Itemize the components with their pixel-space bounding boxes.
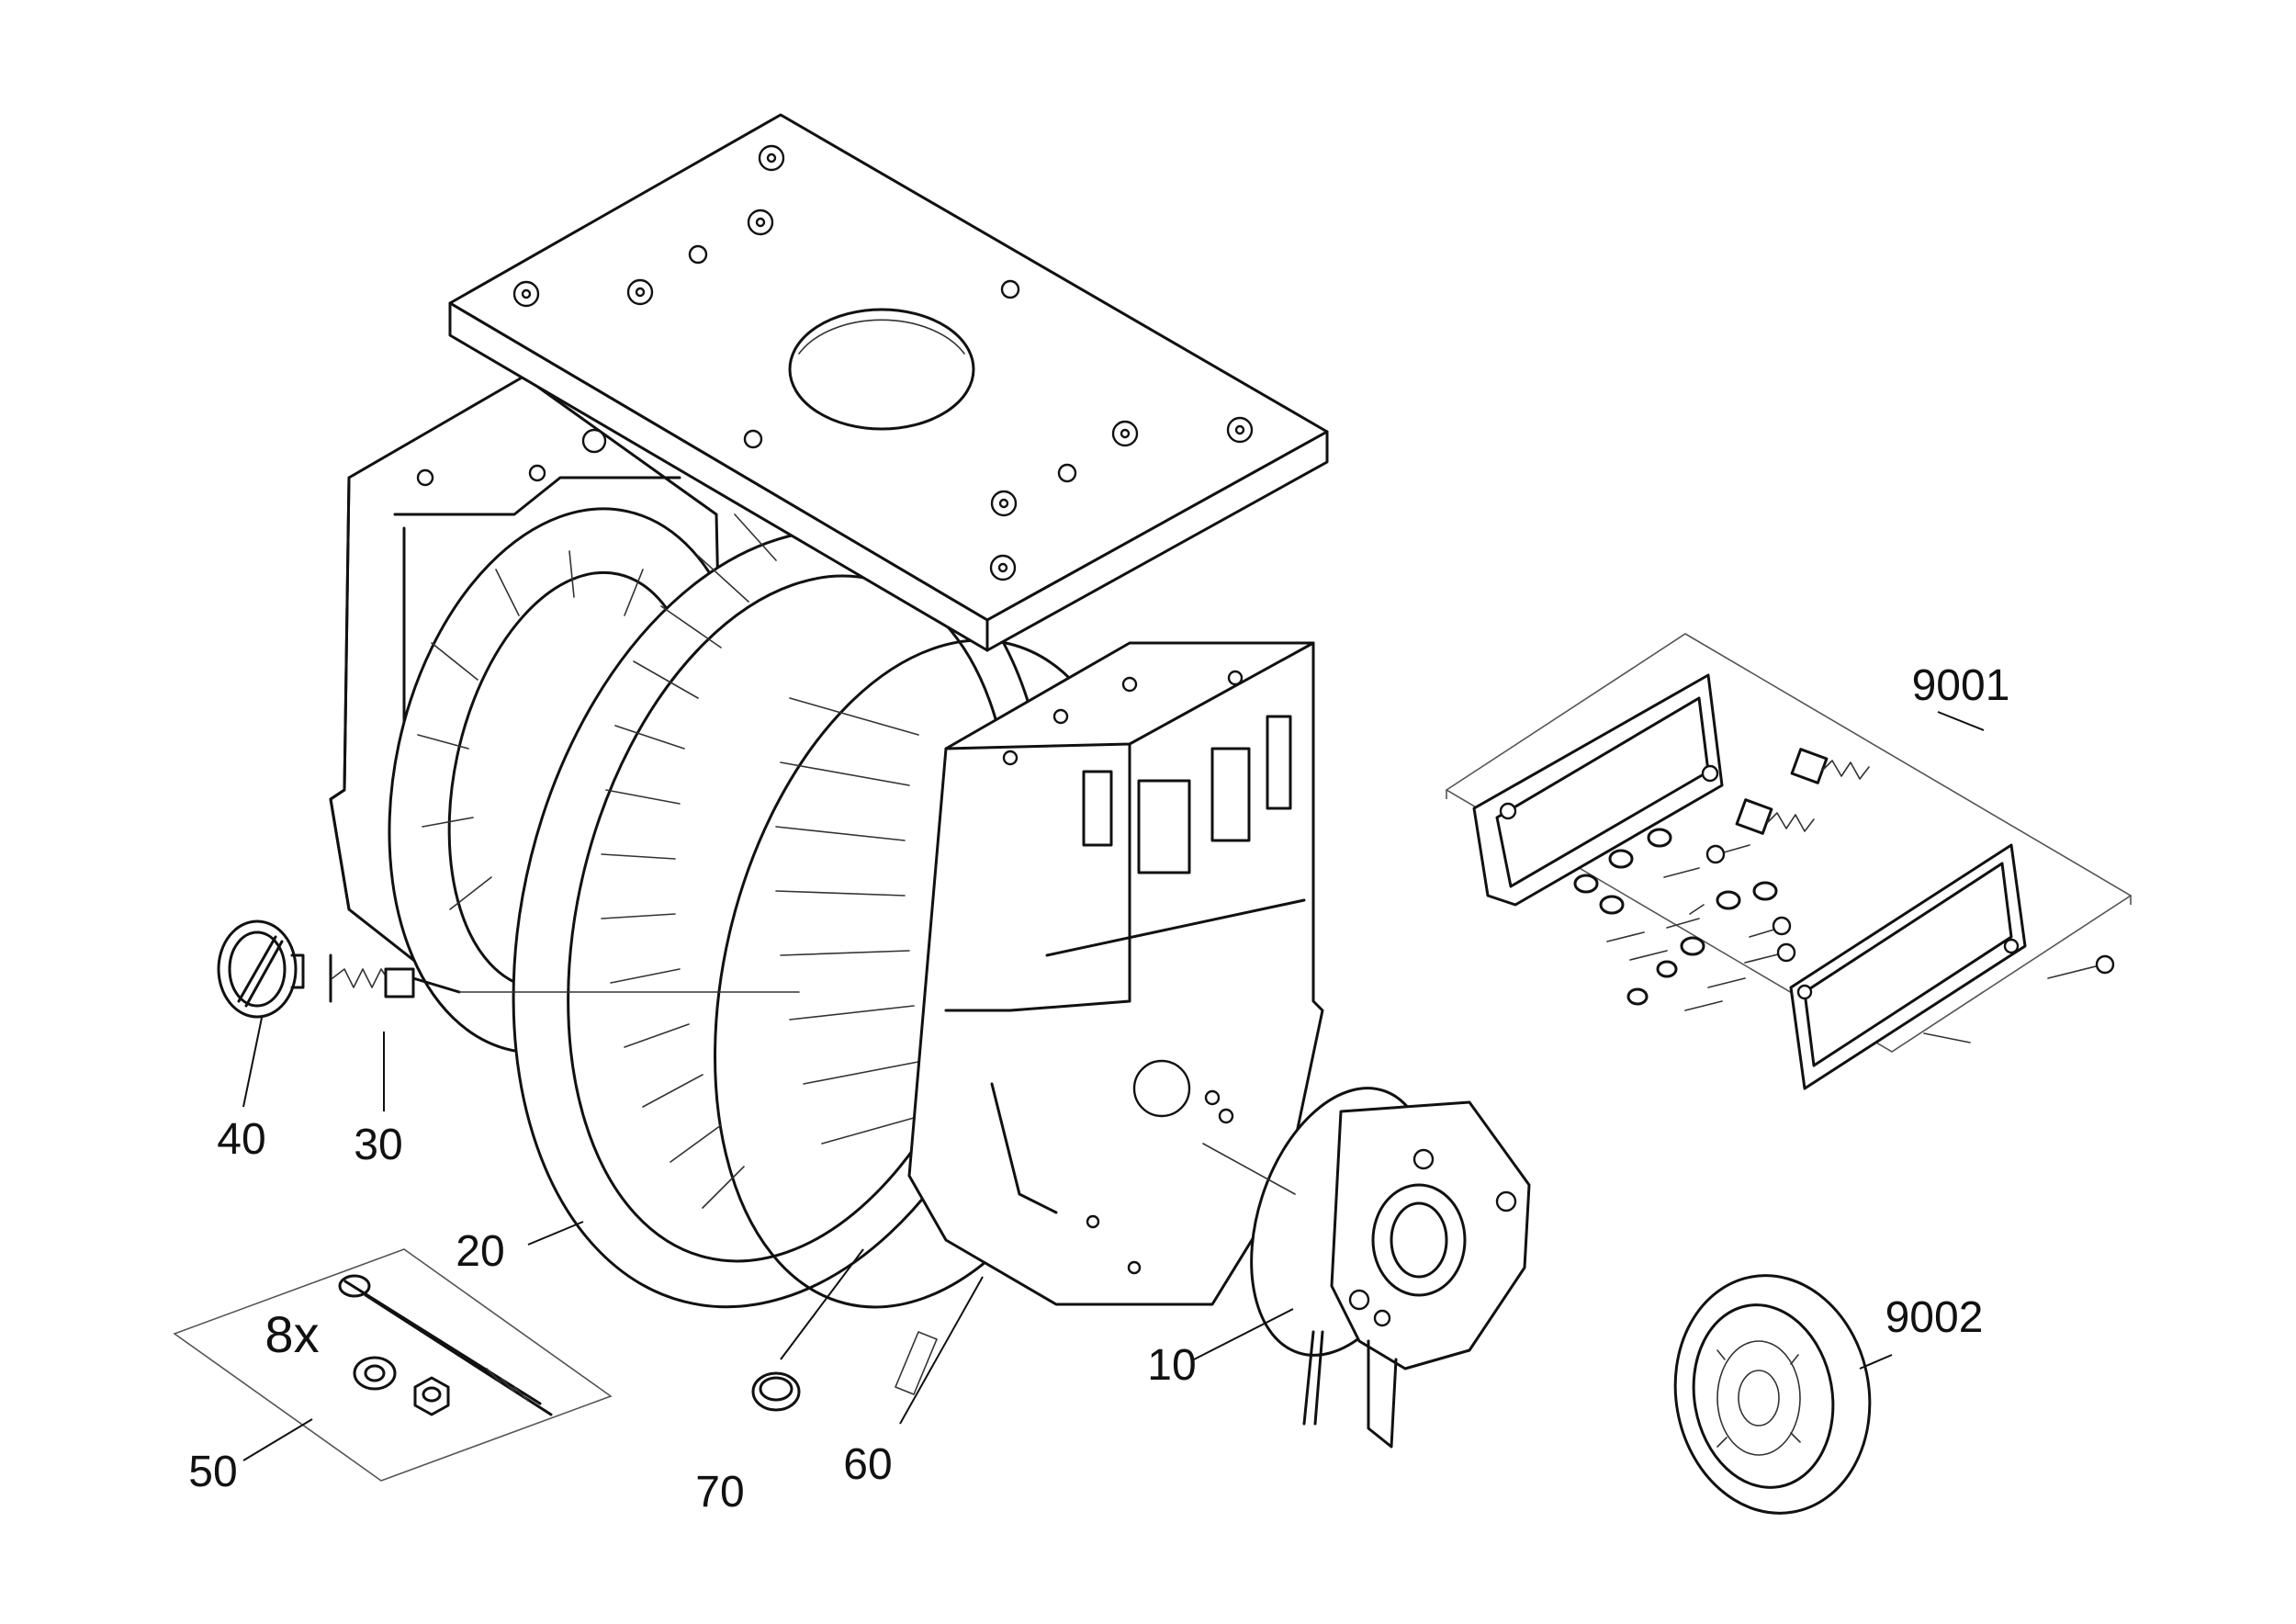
callout-20: 20 <box>456 1227 504 1276</box>
seal-part-60 <box>895 1331 938 1395</box>
callout-9001: 9001 <box>1912 661 2010 710</box>
service-kit-box-9001 <box>1445 633 2133 1090</box>
callout-70: 70 <box>695 1468 744 1517</box>
callout-9002: 9002 <box>1885 1293 1984 1342</box>
quantity-8x: 8x <box>264 1305 319 1363</box>
callout-30: 30 <box>354 1121 402 1169</box>
callout-60: 60 <box>843 1440 892 1489</box>
leader-lines <box>242 711 1985 1461</box>
end-cap-part-40 <box>217 919 305 1019</box>
brush-spring-part-30 <box>329 953 800 1003</box>
mounting-plate <box>448 113 1329 652</box>
callout-10: 10 <box>1147 1341 1196 1390</box>
callout-40: 40 <box>217 1115 265 1164</box>
brake-unit-part-10 <box>1202 1087 1531 1449</box>
plug-part-70 <box>751 1371 801 1412</box>
callout-50: 50 <box>188 1448 237 1496</box>
bolt-kit-box-50 <box>173 1248 613 1482</box>
pulley-part-9002 <box>1673 1274 1872 1515</box>
